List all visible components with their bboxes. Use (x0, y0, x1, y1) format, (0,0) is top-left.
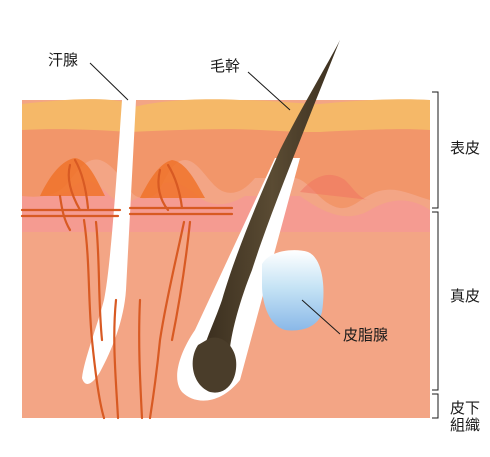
label-epidermis: 表皮 (450, 140, 480, 157)
label-sebaceous-gland: 皮脂腺 (343, 327, 388, 344)
stratum-corneum (22, 99, 430, 132)
label-subcutaneous-line1: 皮下 (450, 400, 480, 417)
label-subcutaneous-line2: 組織 (450, 417, 480, 434)
label-subcutaneous-tissue: 皮下 組織 (450, 400, 480, 435)
sebaceous-gland-shape (262, 250, 323, 330)
layer-brackets (432, 92, 438, 418)
label-sweat-gland: 汗腺 (48, 52, 78, 69)
label-hair-shaft: 毛幹 (210, 58, 240, 75)
label-dermis: 真皮 (450, 288, 480, 305)
